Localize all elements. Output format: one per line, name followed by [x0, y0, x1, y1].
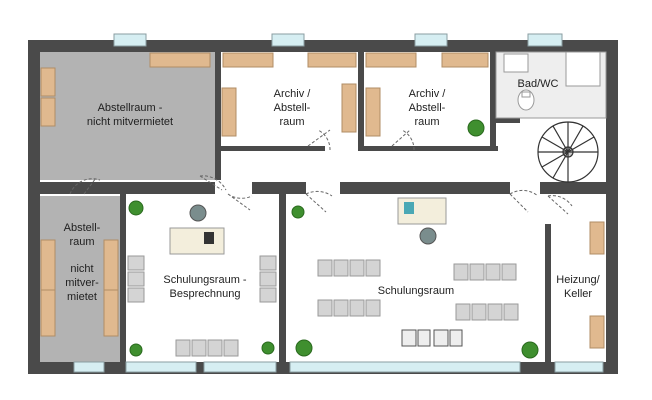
plant-7 — [467, 119, 485, 137]
door-swing-3 — [305, 190, 333, 213]
interior-walls — [40, 52, 606, 362]
door-swing-5 — [547, 195, 573, 215]
room-label-storage-top: Abstellraum - nicht mitvermietet — [86, 102, 174, 128]
window-bottom-2 — [203, 361, 277, 373]
window-top-4 — [527, 33, 563, 47]
storage-top-floor — [40, 52, 215, 180]
plants — [128, 119, 539, 359]
window-top-3 — [414, 33, 448, 47]
window-bottom-5 — [73, 361, 105, 373]
plant-5 — [295, 339, 313, 357]
archive-1-furniture — [221, 52, 357, 137]
meeting-desk — [169, 227, 225, 255]
room-label-heating: Heizung/ Keller — [556, 274, 600, 300]
room-label-training-meeting: Schulungsraum - Besprechnung — [163, 274, 247, 300]
room-label-archive-2: Archiv / Abstell- raum — [408, 88, 446, 128]
storage-top-furniture — [40, 52, 211, 127]
door-swing-1 — [199, 175, 227, 191]
heating-furniture — [589, 221, 605, 349]
window-bottom-3 — [289, 361, 521, 373]
plant-2 — [129, 343, 143, 357]
doors — [69, 129, 573, 215]
door-swing-6 — [307, 129, 331, 151]
archive-2-furniture — [365, 52, 489, 137]
plant-4 — [291, 205, 305, 219]
meeting-room-furniture — [127, 204, 277, 357]
door-swing-8 — [69, 177, 101, 195]
desk-chair — [189, 204, 207, 222]
sink — [503, 53, 529, 73]
spiral-staircase — [537, 121, 599, 183]
door-swing-2 — [227, 193, 253, 211]
room-label-archive-1: Archiv / Abstell- raum — [273, 88, 311, 128]
windows — [73, 33, 604, 373]
window-bottom-4 — [554, 361, 604, 373]
trainer-chair — [419, 227, 437, 245]
room-label-bathroom: Bad/WC — [517, 78, 559, 90]
room-label-training: Schulungsraum — [377, 285, 455, 297]
window-top-2 — [271, 33, 305, 47]
window-top-1 — [113, 33, 147, 47]
room-label-storage-left: Abstell- raum nicht mitver- mietet — [63, 222, 101, 303]
door-swing-7 — [391, 129, 415, 151]
plant-6 — [521, 341, 539, 359]
plant-1 — [128, 200, 144, 216]
plant-3 — [261, 341, 275, 355]
door-swing-4 — [509, 189, 539, 213]
shower — [565, 51, 601, 87]
window-bottom-1 — [125, 361, 197, 373]
storage-left-furniture — [40, 239, 119, 337]
bathroom-fixtures — [495, 51, 607, 119]
training-room-furniture — [317, 197, 519, 347]
